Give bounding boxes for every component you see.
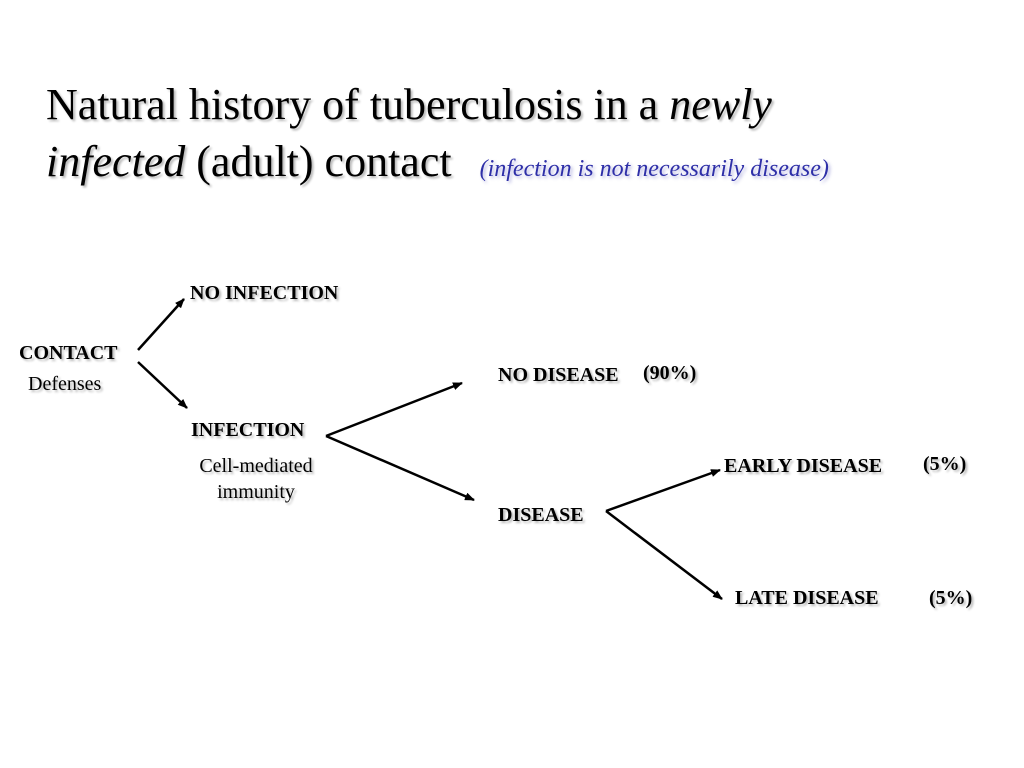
- node-contact: CONTACT: [19, 342, 118, 364]
- arrow-contact-to-infection: [137, 361, 188, 409]
- slide-subtitle: (infection is not necessarily disease): [479, 156, 829, 182]
- node-no-infection: NO INFECTION: [190, 282, 339, 304]
- arrow-disease-to-early: [605, 468, 721, 513]
- arrow-infection-to-no-disease: [325, 381, 463, 438]
- node-cell-mediated-immunity: Cell-mediated immunity: [185, 453, 327, 505]
- no-disease-percent: (90%): [643, 362, 697, 384]
- title-italic-infected: infected: [46, 137, 186, 186]
- cmi-line2: immunity: [217, 481, 295, 503]
- title-italic-newly: newly: [669, 80, 772, 129]
- node-defenses: Defenses: [28, 373, 102, 395]
- title-part2: (adult) contact: [185, 137, 452, 186]
- node-late-disease: LATE DISEASE: [735, 587, 879, 609]
- slide-title: Natural history of tuberculosis in a new…: [46, 76, 1006, 198]
- node-infection: INFECTION: [191, 419, 305, 441]
- node-early-disease: EARLY DISEASE: [724, 455, 883, 477]
- arrow-contact-to-no-infection: [137, 298, 185, 351]
- title-part1: Natural history of tuberculosis in a: [46, 80, 670, 129]
- arrow-infection-to-disease: [325, 434, 475, 502]
- late-disease-percent: (5%): [929, 587, 973, 609]
- arrow-disease-to-late: [605, 510, 723, 600]
- node-disease: DISEASE: [498, 504, 584, 526]
- node-no-disease: NO DISEASE: [498, 364, 619, 386]
- cmi-line1: Cell-mediated: [199, 455, 313, 477]
- early-disease-percent: (5%): [923, 453, 967, 475]
